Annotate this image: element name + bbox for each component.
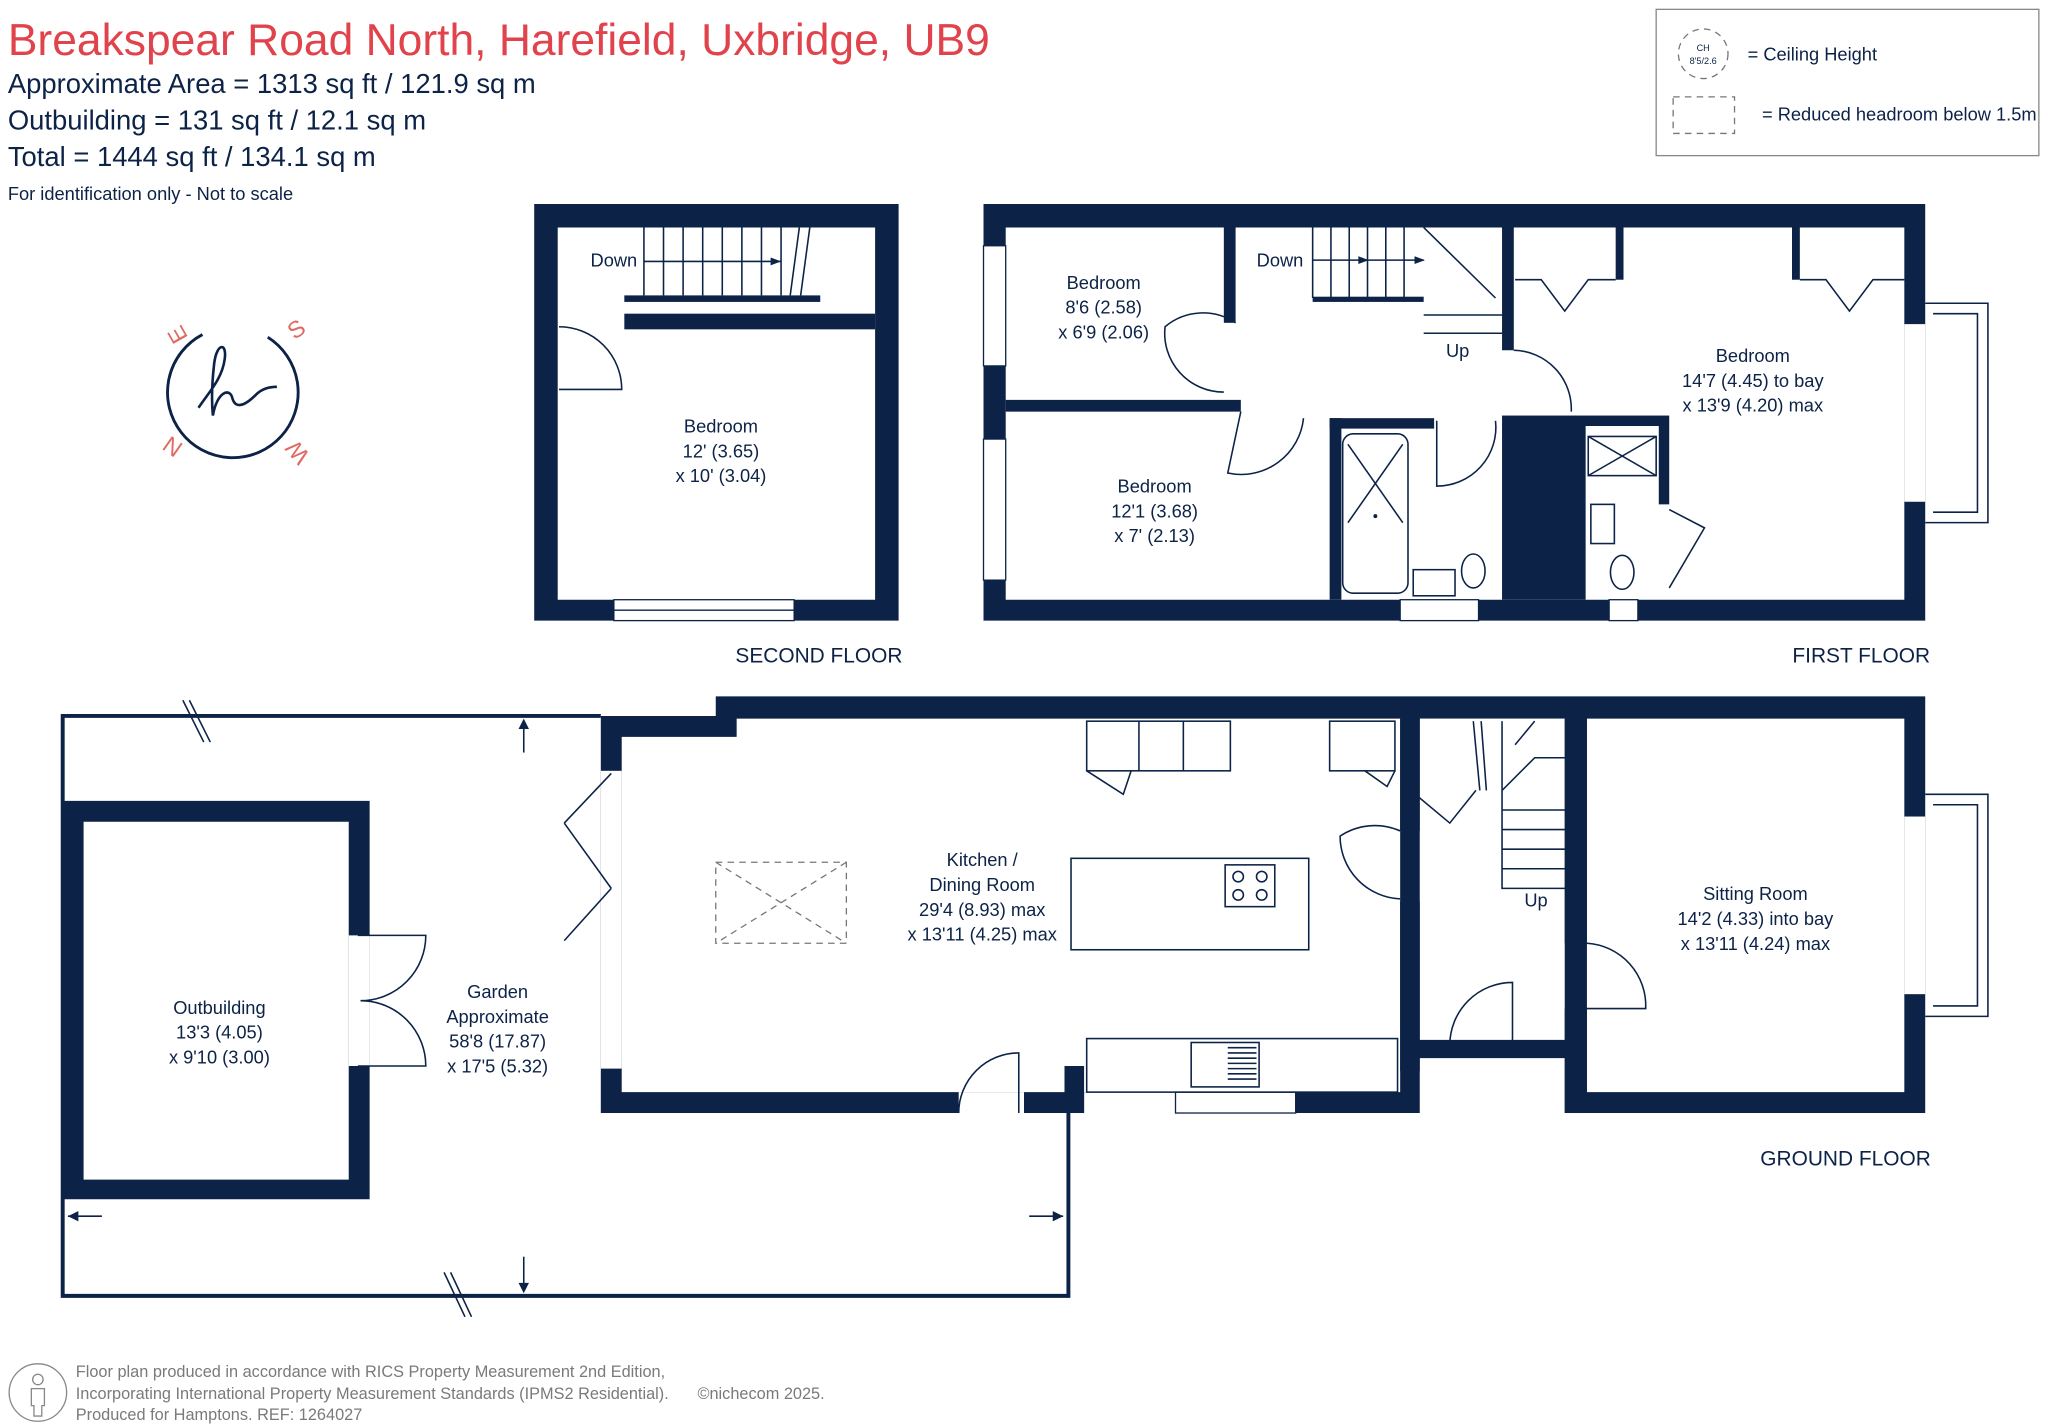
room-dim: 14'7 (4.45) to bay	[1682, 370, 1824, 391]
room-name: Bedroom	[684, 416, 758, 437]
shower-icon	[1587, 435, 1657, 477]
ceiling-height-icon	[1677, 28, 1729, 80]
room-dim: 14'2 (4.33) into bay	[1678, 908, 1835, 929]
room-dim: x 13'11 (4.25) max	[908, 924, 1057, 945]
h-logo-icon	[197, 345, 277, 416]
room-name: Outbuilding	[173, 997, 265, 1018]
reduced-headroom-area	[715, 861, 848, 944]
compass-logo: S E N W	[158, 314, 315, 469]
footer-copyright: ©nichecom 2025.	[697, 1385, 824, 1403]
room-name: Dining Room	[929, 874, 1035, 895]
first-floor-down: Down	[1257, 250, 1304, 271]
ground-floor: Up Kitchen / Dining Room 29'4 (8.93) max…	[60, 696, 1989, 1318]
second-floor: Down Bedroom 12' (3.65) x 10' (3.04) SEC…	[534, 203, 902, 667]
footer-line-1: Floor plan produced in accordance with R…	[76, 1363, 665, 1381]
kitchen-island	[1070, 857, 1310, 951]
compass-s: S	[283, 314, 311, 344]
reduced-headroom-label: = Reduced headroom below 1.5m	[1762, 103, 2037, 124]
sink-icon	[1412, 568, 1456, 597]
footer-line-3: Produced for Hamptons. REF: 1264027	[76, 1406, 363, 1424]
footer: Floor plan produced in accordance with R…	[8, 1363, 825, 1424]
door-swing	[559, 325, 623, 391]
room-dim: x 13'11 (4.24) max	[1681, 933, 1830, 954]
room-name: Approximate	[446, 1006, 549, 1027]
room-name: Sitting Room	[1703, 883, 1808, 904]
ground-floor-up: Up	[1524, 890, 1547, 911]
bathtub	[1341, 433, 1409, 594]
toilet-icon	[1609, 554, 1635, 591]
legend: CH 8'5/2.6 = Ceiling Height = Reduced he…	[1655, 8, 2040, 157]
room-dim: x 9'10 (3.00)	[169, 1046, 270, 1067]
hob-icon	[1224, 864, 1276, 908]
compass-ring	[166, 333, 300, 460]
disclaimer: For identification only - Not to scale	[8, 183, 293, 204]
room-dim: 58'8 (17.87)	[449, 1031, 546, 1052]
room-dim: x 10' (3.04)	[676, 465, 767, 486]
room-name: Bedroom	[1118, 476, 1192, 497]
person-icon	[8, 1363, 68, 1422]
staircase	[1472, 720, 1574, 890]
room-dim: 12' (3.65)	[683, 440, 760, 461]
page-title: Breakspear Road North, Harefield, Uxbrid…	[8, 16, 990, 65]
room-dim: 12'1 (3.68)	[1111, 500, 1198, 521]
room-name: Kitchen /	[947, 849, 1019, 870]
toilet-icon	[1460, 553, 1486, 589]
ceiling-height-label: = Ceiling Height	[1748, 43, 1877, 64]
ch-abbr: CH	[1697, 43, 1710, 53]
footer-line-2: Incorporating International Property Mea…	[76, 1385, 669, 1403]
ch-sample: 8'5/2.6	[1690, 56, 1717, 66]
reduced-headroom-icon	[1672, 96, 1736, 135]
room-name: Garden	[467, 981, 528, 1002]
sink-icon	[1590, 503, 1616, 545]
garden-boundary	[60, 713, 1071, 1298]
first-floor-up: Up	[1446, 340, 1469, 361]
approximate-area: Approximate Area = 1313 sq ft / 121.9 sq…	[8, 68, 536, 99]
second-floor-down: Down	[591, 250, 638, 271]
first-floor-label: FIRST FLOOR	[1792, 644, 1930, 667]
room-dim: 29'4 (8.93) max	[919, 899, 1045, 920]
room-name: Bedroom	[1716, 345, 1790, 366]
room-dim: 13'3 (4.05)	[176, 1022, 263, 1043]
second-floor-label: SECOND FLOOR	[735, 644, 902, 667]
first-floor: Down Up Bedroom 8'6 (2.58) x 6'9 (2.06) …	[982, 203, 1989, 667]
room-dim: x 13'9 (4.20) max	[1683, 395, 1824, 416]
worktop	[1085, 1037, 1399, 1093]
total-area: Total = 1444 sq ft / 134.1 sq m	[8, 141, 376, 172]
ground-floor-label: GROUND FLOOR	[1760, 1147, 1931, 1170]
room-dim: x 7' (2.13)	[1114, 525, 1195, 546]
bifold-door	[563, 772, 612, 942]
outbuilding-area: Outbuilding = 131 sq ft / 12.1 sq m	[8, 105, 426, 136]
room-name: Bedroom	[1067, 272, 1141, 293]
room-dim: x 6'9 (2.06)	[1058, 321, 1149, 342]
staircase	[643, 227, 811, 296]
room-dim: 8'6 (2.58)	[1065, 297, 1142, 318]
sink-icon	[1190, 1041, 1260, 1088]
staircase	[1311, 226, 1503, 335]
compass-w: W	[280, 435, 315, 469]
room-dim: x 17'5 (5.32)	[447, 1056, 548, 1077]
